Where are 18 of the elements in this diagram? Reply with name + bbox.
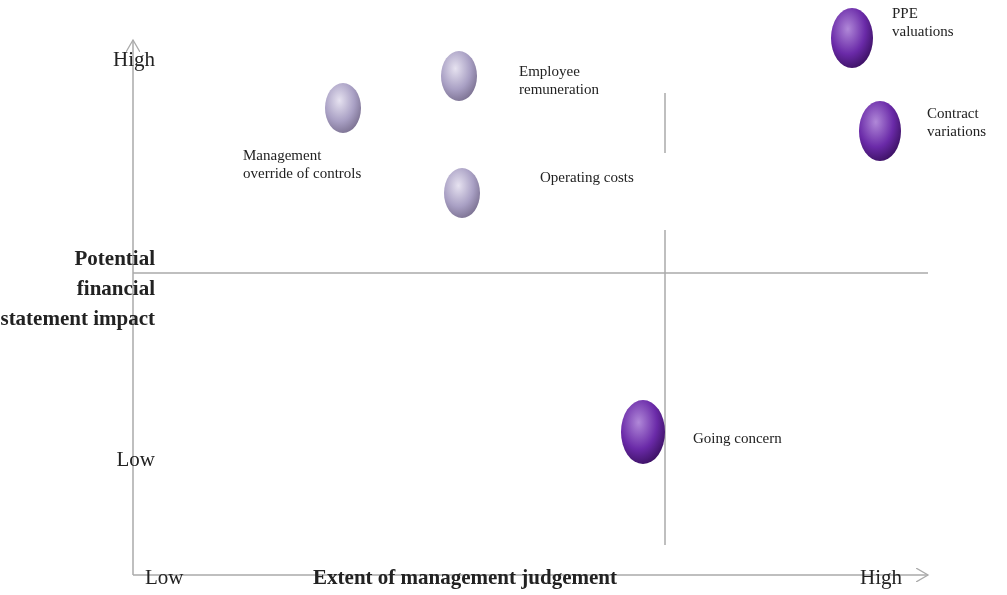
risk-oval [858,100,902,162]
risk-label: Operating costs [540,168,635,186]
risk-label: Going concern [693,429,783,447]
axis-tick-label: High [112,47,155,72]
risk-label: PPE valuations [892,4,955,40]
axis-title: Potential financial statement impact [0,245,155,332]
risk-oval [440,50,478,102]
risk-oval [443,167,481,219]
axis-title: Extent of management judgement [312,565,618,590]
risk-oval [830,7,874,69]
axis-tick-label: Low [115,447,155,472]
risk-label: Contract variations [927,104,988,140]
risk-oval [324,82,362,134]
axis-tick-label: High [860,565,903,590]
risk-oval [620,399,666,465]
risk-label: Management override of controls [243,146,363,182]
risk-label: Employee remuneration [519,62,600,98]
axis-tick-label: Low [145,565,185,590]
